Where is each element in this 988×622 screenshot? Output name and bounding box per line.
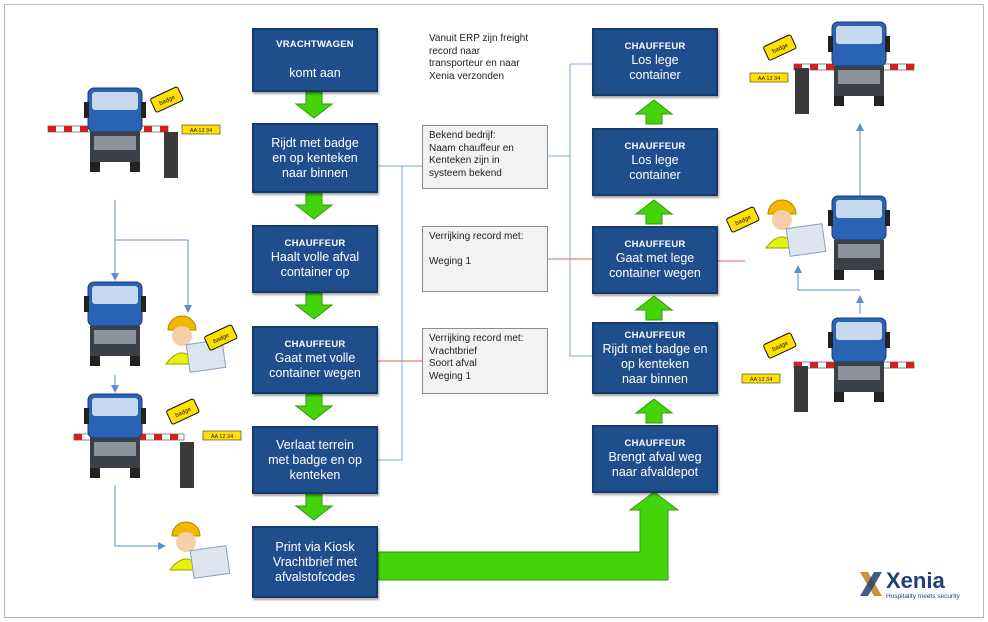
truck-left-entry bbox=[84, 87, 146, 172]
step-text: Gaat met lege container wegen bbox=[609, 251, 701, 280]
step-text: Print via Kiosk Vrachtbrief met afvalsto… bbox=[272, 539, 358, 584]
plate-text: AA 12 34 bbox=[758, 76, 780, 82]
step-header: CHAUFFEUR bbox=[624, 41, 686, 52]
step-text: Verlaat terrein met badge en op kenteken bbox=[268, 437, 362, 482]
step-header: CHAUFFEUR bbox=[284, 339, 346, 350]
flow-arrow-left-2 bbox=[294, 192, 334, 220]
note-erp-freight: Vanuit ERP zijn freight record naar tran… bbox=[422, 28, 548, 92]
truck-right-exit bbox=[828, 21, 890, 106]
plate-right-1: AA 12 34 bbox=[749, 72, 789, 83]
diagram-frame bbox=[4, 4, 984, 618]
flow-arrow-left-4 bbox=[294, 393, 334, 421]
step-unload-empty: CHAUFFEUR Los lege container bbox=[592, 128, 718, 196]
connector-note-to-top bbox=[548, 63, 592, 157]
step-text: Los lege container bbox=[629, 53, 681, 82]
logo-name: Xenia bbox=[886, 568, 945, 593]
flow-arrow-kiosk-to-depot bbox=[377, 491, 680, 581]
truck-right-weighing bbox=[828, 195, 890, 280]
truck-left-exit bbox=[84, 393, 146, 478]
gate-post-right-2 bbox=[794, 366, 808, 412]
step-bring-to-depot: CHAUFFEUR Brengt afval weg naar afvaldep… bbox=[592, 425, 718, 493]
plate-left-2: AA 12 34 bbox=[202, 430, 242, 441]
plate-right-2: AA 12 34 bbox=[741, 373, 781, 384]
step-weigh-full-container: CHAUFFEUR Gaat met volle container wegen bbox=[252, 326, 378, 394]
step-header: CHAUFFEUR bbox=[624, 239, 686, 250]
flow-arrow-left-5 bbox=[294, 493, 334, 521]
step-unload-empty-top: CHAUFFEUR Los lege container bbox=[592, 28, 718, 96]
step-text: Haalt volle afval container op bbox=[270, 250, 360, 279]
step-truck-arrives: VRACHTWAGEN komt aan bbox=[252, 28, 378, 92]
step-drive-in-right: CHAUFFEUR Rijdt met badge en op kenteken… bbox=[592, 322, 718, 394]
plate-text: AA 12 34 bbox=[750, 377, 772, 383]
arrow-truck-3-worker bbox=[114, 485, 166, 550]
step-text: Brengt afval weg naar afvaldepot bbox=[608, 450, 702, 479]
arrow-truck-1-worker bbox=[114, 200, 192, 313]
step-header: CHAUFFEUR bbox=[624, 141, 686, 152]
xenia-logo: Xenia Hospitality meets security bbox=[858, 566, 968, 604]
step-print-kiosk: Print via Kiosk Vrachtbrief met afvalsto… bbox=[252, 526, 378, 598]
note-enrich-freight: Verrijking record met: Vrachtbrief Soort… bbox=[422, 328, 548, 394]
logo-tagline: Hospitality meets security bbox=[886, 593, 960, 600]
step-text: Rijdt met badge en op kenteken naar binn… bbox=[271, 135, 359, 180]
connector-left-gate bbox=[378, 165, 403, 461]
step-text: Rijdt met badge en op kenteken naar binn… bbox=[602, 341, 708, 386]
step-text: komt aan bbox=[289, 66, 341, 80]
connector-note-to-entry bbox=[569, 156, 592, 357]
flow-arrow-right-4 bbox=[634, 398, 674, 424]
step-text: Gaat met volle container wegen bbox=[269, 351, 361, 380]
flow-arrow-left-1 bbox=[294, 91, 334, 119]
badge-left-1: badge bbox=[150, 86, 184, 113]
step-header: CHAUFFEUR bbox=[624, 329, 686, 341]
worker-left-2 bbox=[169, 521, 231, 579]
gate-post-right-1 bbox=[795, 68, 809, 114]
step-header: CHAUFFEUR bbox=[284, 238, 346, 249]
badge-left-2: badge bbox=[204, 324, 238, 351]
note-enrich-weigh-1: Verrijking record met: Weging 1 bbox=[422, 226, 548, 292]
xenia-logo-icon bbox=[860, 572, 882, 596]
flow-arrow-right-2 bbox=[634, 199, 674, 225]
step-header: VRACHTWAGEN bbox=[276, 39, 354, 50]
badge-right-3: badge bbox=[763, 332, 797, 359]
truck-right-entry bbox=[828, 317, 890, 402]
step-text: Los lege container bbox=[629, 153, 681, 182]
worker-right-1 bbox=[765, 199, 827, 257]
flow-arrow-right-3 bbox=[634, 295, 674, 321]
plate-text: AA 12 34 bbox=[211, 434, 233, 440]
arrow-right-truck-worker bbox=[794, 265, 860, 291]
badge-right-1: badge bbox=[763, 34, 797, 61]
badge-right-2: badge bbox=[726, 206, 760, 233]
plate-left-1: AA 12 34 bbox=[181, 124, 221, 135]
step-weigh-empty-container: CHAUFFEUR Gaat met lege container wegen bbox=[592, 226, 718, 294]
badge-left-3: badge bbox=[166, 398, 200, 425]
flow-arrow-left-3 bbox=[294, 292, 334, 320]
step-pick-up-full-container: CHAUFFEUR Haalt volle afval container op bbox=[252, 225, 378, 293]
flow-arrow-right-1 bbox=[634, 99, 674, 125]
step-leave-site: Verlaat terrein met badge en op kenteken bbox=[252, 426, 378, 494]
note-known-company: Bekend bedrijf: Naam chauffeur en Kentek… bbox=[422, 125, 548, 189]
gate-post-left-2 bbox=[180, 442, 194, 488]
step-header: CHAUFFEUR bbox=[624, 438, 686, 449]
truck-left-loading bbox=[84, 281, 146, 366]
plate-text: AA 12 34 bbox=[190, 128, 212, 134]
step-drive-in: Rijdt met badge en op kenteken naar binn… bbox=[252, 123, 378, 193]
gate-post-left-1 bbox=[164, 132, 178, 178]
